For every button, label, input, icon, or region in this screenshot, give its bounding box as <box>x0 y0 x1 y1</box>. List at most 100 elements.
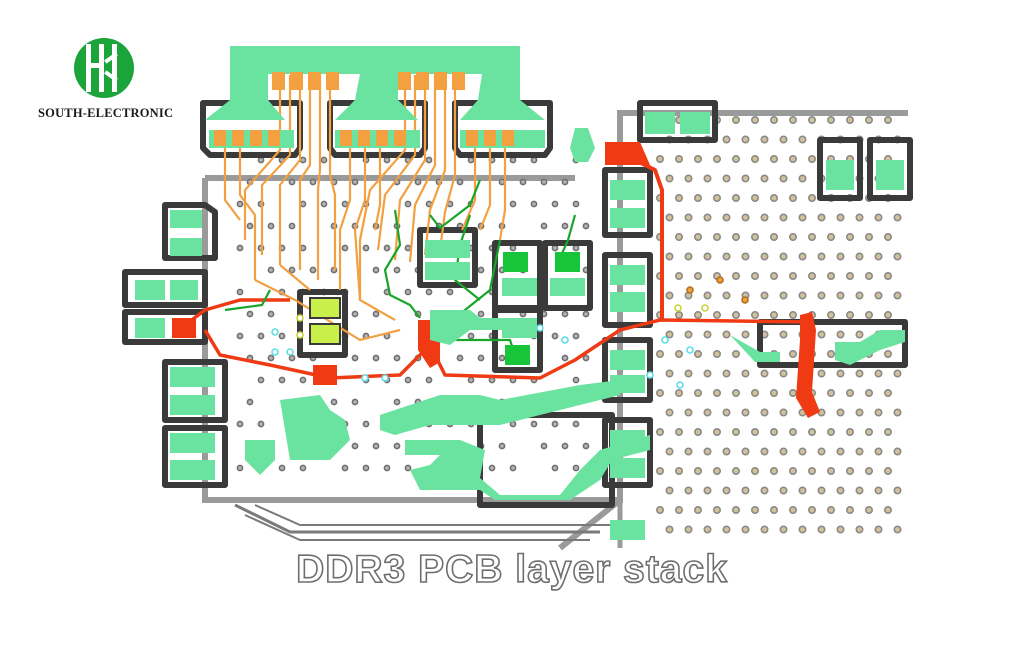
via <box>826 349 835 358</box>
via <box>540 222 548 230</box>
via <box>874 369 883 378</box>
via <box>551 244 559 252</box>
via <box>684 369 693 378</box>
via <box>383 156 391 164</box>
via <box>267 310 275 318</box>
via <box>509 244 517 252</box>
via <box>788 271 797 280</box>
via <box>826 233 835 242</box>
via <box>845 233 854 242</box>
via <box>731 310 740 319</box>
via <box>414 178 422 186</box>
via <box>836 447 845 456</box>
via <box>893 213 902 222</box>
via <box>530 200 538 208</box>
via <box>779 486 788 495</box>
via <box>509 156 517 164</box>
via <box>874 525 883 534</box>
via <box>741 369 750 378</box>
via <box>693 388 702 397</box>
via <box>788 116 797 125</box>
via <box>456 354 464 362</box>
via <box>278 332 286 340</box>
via <box>722 408 731 417</box>
via <box>674 505 683 514</box>
via <box>760 486 769 495</box>
via <box>674 310 683 319</box>
via <box>572 464 580 472</box>
via <box>874 291 883 300</box>
via <box>845 466 854 475</box>
via <box>750 233 759 242</box>
via <box>722 213 731 222</box>
via <box>731 233 740 242</box>
via <box>362 420 370 428</box>
via <box>864 466 873 475</box>
via <box>404 376 412 384</box>
via <box>278 464 286 472</box>
via <box>582 222 590 230</box>
via <box>769 116 778 125</box>
via <box>257 376 265 384</box>
via <box>855 252 864 261</box>
via <box>874 447 883 456</box>
via <box>807 194 816 203</box>
via <box>341 244 349 252</box>
via <box>488 464 496 472</box>
via <box>750 427 759 436</box>
via <box>731 388 740 397</box>
via <box>572 200 580 208</box>
via <box>246 310 254 318</box>
via <box>817 486 826 495</box>
via <box>769 194 778 203</box>
via <box>477 354 485 362</box>
accent-vias <box>271 276 749 389</box>
via <box>845 116 854 125</box>
via <box>798 525 807 534</box>
via <box>351 354 359 362</box>
via <box>684 330 693 339</box>
via <box>341 464 349 472</box>
via <box>320 156 328 164</box>
connector-pads <box>214 72 514 146</box>
via <box>817 330 826 339</box>
via <box>655 349 664 358</box>
via <box>540 178 548 186</box>
via <box>779 369 788 378</box>
via <box>826 505 835 514</box>
red-plane-shapes <box>172 142 820 418</box>
via <box>855 369 864 378</box>
via <box>267 354 275 362</box>
via <box>686 346 694 354</box>
via <box>693 155 702 164</box>
via <box>425 288 433 296</box>
via <box>864 116 873 125</box>
via <box>665 369 674 378</box>
via <box>693 233 702 242</box>
orange-signal-traces <box>223 75 507 342</box>
via <box>893 291 902 300</box>
via <box>271 348 279 356</box>
via <box>741 296 749 304</box>
via <box>760 525 769 534</box>
via <box>769 155 778 164</box>
via <box>684 447 693 456</box>
via <box>722 447 731 456</box>
via <box>712 155 721 164</box>
via <box>351 398 359 406</box>
via <box>817 369 826 378</box>
via <box>826 388 835 397</box>
via <box>299 376 307 384</box>
via <box>712 505 721 514</box>
via <box>665 291 674 300</box>
via <box>731 427 740 436</box>
via <box>741 174 750 183</box>
via <box>883 271 892 280</box>
via <box>788 427 797 436</box>
via <box>855 408 864 417</box>
via <box>236 420 244 428</box>
via <box>684 408 693 417</box>
via <box>769 310 778 319</box>
via <box>760 213 769 222</box>
via <box>760 408 769 417</box>
